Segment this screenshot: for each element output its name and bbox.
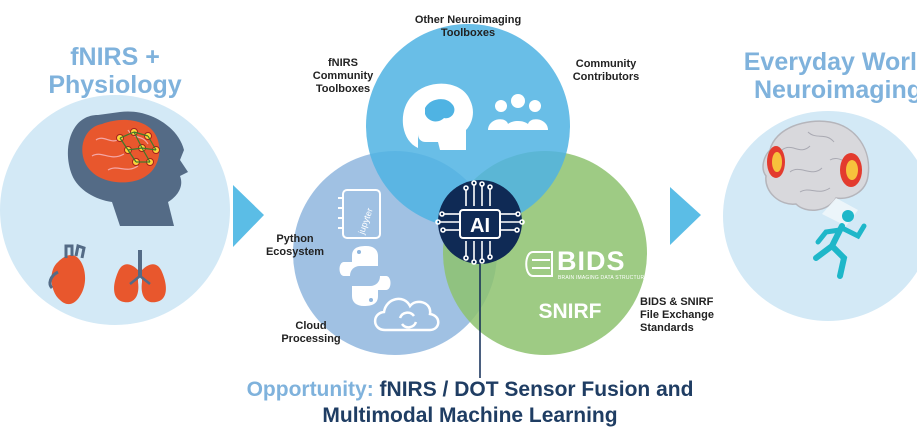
other-neuroimaging-line1: Other Neuroimaging: [414, 14, 522, 26]
bottom-caption-line2: Multimodal Machine Learning: [322, 404, 618, 427]
right-title-line2: Neuroimaging: [753, 76, 917, 104]
file-exchange-line3: Standards: [640, 322, 694, 334]
runner-icon: [813, 210, 867, 279]
file-exchange-standards-label: BIDS & SNIRF File Exchange Standards: [640, 296, 730, 335]
community-contributors-label: Community Contributors: [566, 58, 646, 84]
left-title-line2: Physiology: [48, 71, 182, 99]
right-title-line1: Everyday World: [743, 48, 917, 76]
ai-chip-label: AI: [459, 209, 501, 239]
python-ecosystem-label: Python Ecosystem: [263, 233, 327, 259]
head-brain-sensors-icon: [67, 111, 188, 226]
community-contributors-line2: Contributors: [572, 71, 640, 83]
other-neuroimaging-line2: Toolboxes: [440, 27, 496, 39]
right-panel-title: Everyday World Neuroimaging: [738, 48, 917, 104]
python-logo-icon: [339, 246, 391, 306]
python-ecosystem-line2: Ecosystem: [265, 246, 325, 258]
bottom-line1-rest: fNIRS / DOT Sensor Fusion and: [373, 378, 694, 401]
lungs-icon: [114, 250, 166, 303]
other-neuroimaging-label: Other Neuroimaging Toolboxes: [405, 14, 531, 40]
brain-head-icon: [402, 83, 473, 150]
left-title-line1: fNIRS +: [70, 43, 160, 71]
bids-logo-icon: [525, 251, 553, 277]
cloud-processing-line1: Cloud: [295, 320, 327, 332]
left-arrow-icon: [233, 185, 264, 247]
fnirs-toolboxes-line1: fNIRS: [328, 57, 358, 69]
bottom-caption-line1: Opportunity: fNIRS / DOT Sensor Fusion a…: [150, 378, 790, 402]
community-contributors-line1: Community: [575, 58, 637, 70]
heart-icon: [48, 244, 86, 305]
file-exchange-line1: BIDS & SNIRF: [640, 296, 714, 308]
fnirs-toolboxes-label: fNIRS Community Toolboxes: [306, 57, 380, 96]
brain-activation-icon: [762, 120, 870, 226]
notebook-icon: [338, 189, 381, 239]
cloud-processing-line2: Processing: [281, 333, 341, 345]
cloud-processing-label: Cloud Processing: [276, 320, 346, 346]
opportunity-accent: Opportunity:: [246, 378, 374, 401]
fnirs-toolboxes-line3: Toolboxes: [315, 83, 371, 95]
bids-logo-text: BIDS: [557, 246, 626, 276]
left-panel-title: fNIRS + Physiology: [45, 43, 185, 99]
bids-logo-subtitle: BRAIN IMAGING DATA STRUCTURE: [558, 275, 648, 281]
people-icon: [488, 94, 548, 130]
right-arrow-icon: [670, 187, 701, 245]
python-ecosystem-line1: Python: [276, 233, 314, 245]
cloud-sync-icon: [373, 297, 440, 332]
file-exchange-line2: File Exchange: [640, 309, 714, 321]
fnirs-toolboxes-line2: Community: [312, 70, 374, 82]
snirf-text: SNIRF: [538, 300, 602, 323]
